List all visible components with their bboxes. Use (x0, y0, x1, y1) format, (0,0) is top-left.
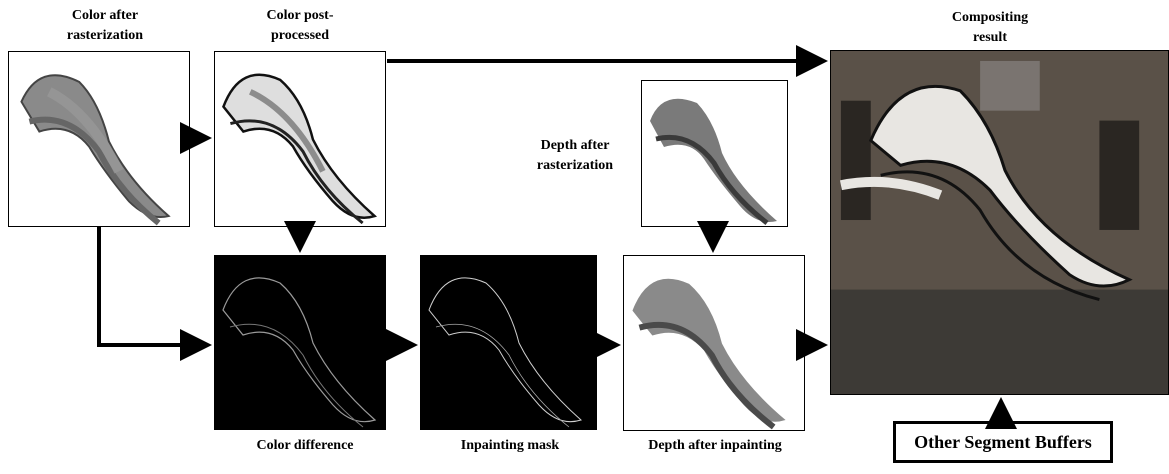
arrow-raster-to-difference (99, 227, 208, 345)
